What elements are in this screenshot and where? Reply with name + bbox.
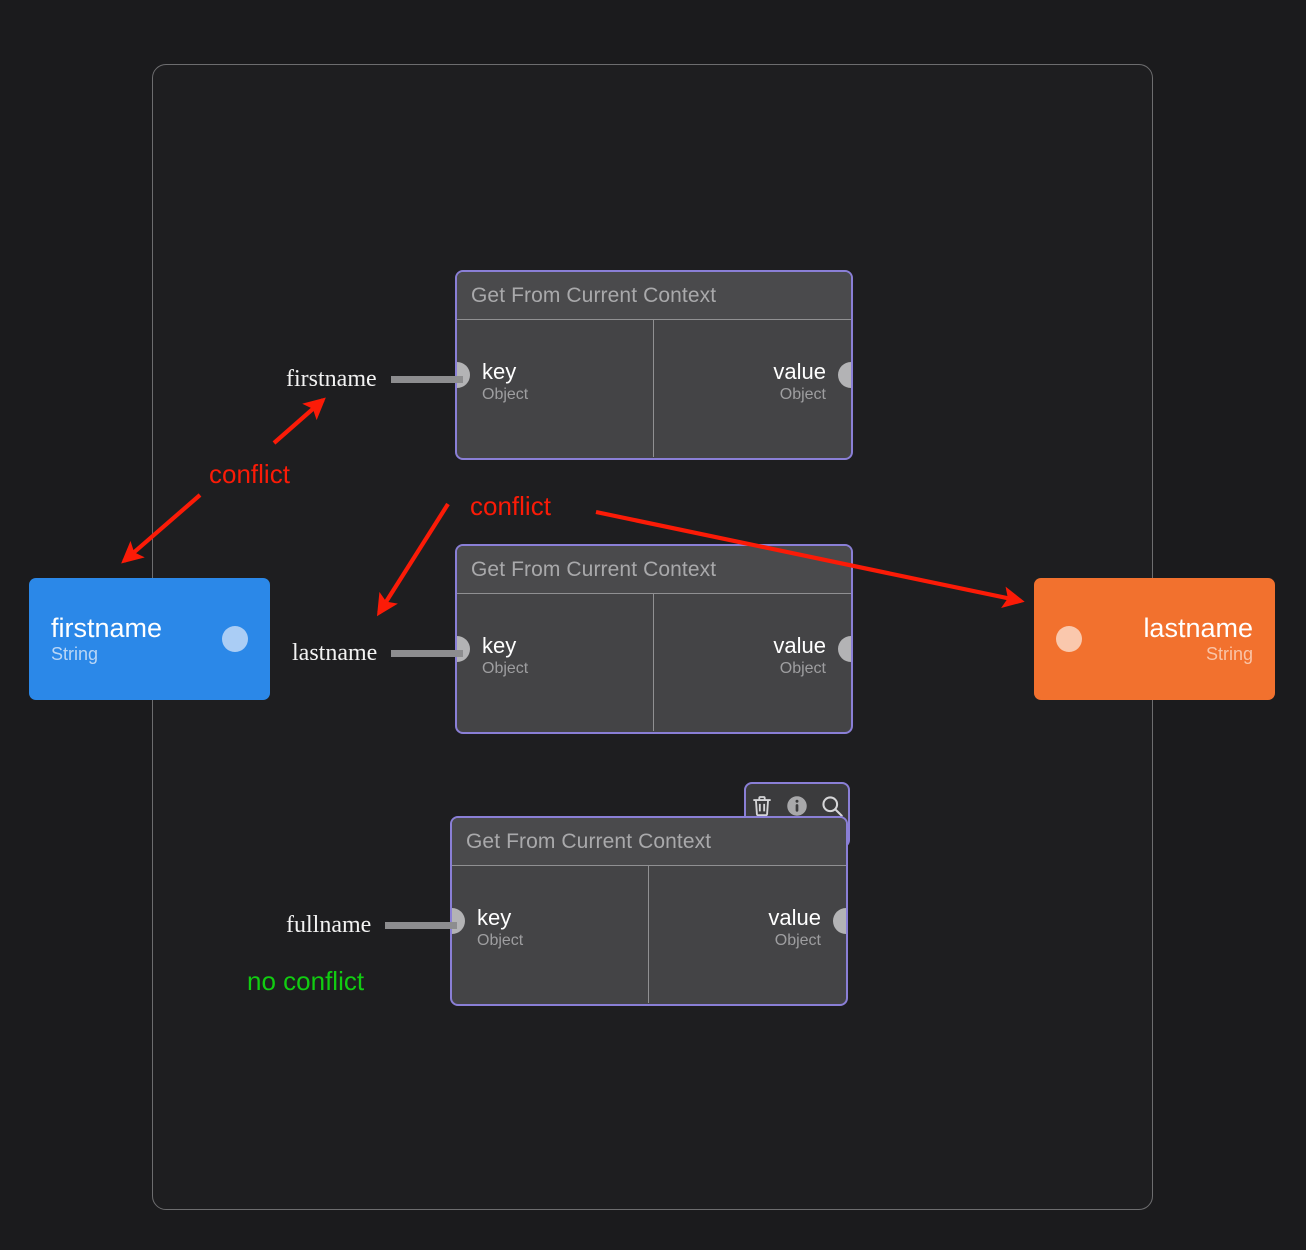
- wire-label-lastname: lastname: [292, 640, 464, 667]
- port-type: Object: [482, 660, 529, 677]
- wire-line: [391, 650, 464, 657]
- annotation-conflict-1: conflict: [209, 459, 290, 489]
- node-output-column: value Object: [654, 320, 851, 457]
- variable-name: lastname: [1143, 613, 1253, 643]
- port-label: value: [773, 633, 826, 658]
- output-port-value[interactable]: value Object: [768, 905, 846, 952]
- node-header[interactable]: Get From Current Context: [457, 546, 851, 594]
- variable-node-firstname[interactable]: firstname String: [29, 578, 270, 700]
- node-input-column: key Object: [452, 866, 649, 1003]
- port-dot-icon[interactable]: [222, 626, 248, 652]
- port-label: value: [768, 905, 821, 930]
- node-title: Get From Current Context: [466, 829, 712, 853]
- node-get-from-current-context-2[interactable]: Get From Current Context key Object valu…: [455, 544, 853, 734]
- wire-label-fullname: fullname: [286, 912, 458, 939]
- variable-node-lastname[interactable]: lastname String: [1034, 578, 1275, 700]
- port-label: key: [482, 633, 517, 658]
- node-output-column: value Object: [654, 594, 851, 731]
- wire-label-text: fullname: [286, 912, 372, 938]
- node-body: key Object value Object: [452, 866, 846, 1003]
- annotation-no-conflict: no conflict: [247, 966, 365, 996]
- port-dot-icon[interactable]: [838, 636, 851, 662]
- port-type: Object: [779, 660, 826, 677]
- trash-icon[interactable]: [749, 793, 775, 819]
- output-port-value[interactable]: value Object: [773, 359, 851, 406]
- node-header[interactable]: Get From Current Context: [452, 818, 846, 866]
- node-body: key Object value Object: [457, 320, 851, 457]
- port-label: value: [773, 359, 826, 384]
- wire-label-text: firstname: [286, 366, 377, 392]
- port-dot-icon[interactable]: [1056, 626, 1082, 652]
- port-type: Object: [779, 386, 826, 403]
- node-get-from-current-context-3[interactable]: Get From Current Context key Object valu…: [450, 816, 848, 1006]
- wire-line: [385, 922, 458, 929]
- wire-label-text: lastname: [292, 640, 378, 666]
- variable-type: String: [51, 644, 99, 664]
- wire-label-firstname: firstname: [286, 366, 463, 393]
- search-icon[interactable]: [819, 793, 845, 819]
- variable-name: firstname: [51, 613, 163, 643]
- node-output-column: value Object: [649, 866, 846, 1003]
- node-title: Get From Current Context: [471, 283, 717, 307]
- port-label: key: [477, 905, 512, 930]
- output-port-value[interactable]: value Object: [773, 633, 851, 680]
- node-title: Get From Current Context: [471, 557, 717, 581]
- input-port-key[interactable]: key Object: [457, 633, 529, 680]
- port-type: Object: [477, 932, 524, 949]
- input-port-key[interactable]: key Object: [457, 359, 529, 406]
- port-type: Object: [774, 932, 821, 949]
- node-input-column: key Object: [457, 320, 654, 457]
- input-port-key[interactable]: key Object: [452, 905, 524, 952]
- info-icon[interactable]: [784, 793, 810, 819]
- annotation-conflict-2: conflict: [470, 491, 551, 521]
- port-type: Object: [482, 386, 529, 403]
- node-body: key Object value Object: [457, 594, 851, 731]
- node-get-from-current-context-1[interactable]: Get From Current Context key Object valu…: [455, 270, 853, 460]
- variable-type: String: [1205, 644, 1253, 664]
- node-input-column: key Object: [457, 594, 654, 731]
- port-dot-icon[interactable]: [833, 908, 846, 934]
- port-dot-icon[interactable]: [838, 362, 851, 388]
- node-header[interactable]: Get From Current Context: [457, 272, 851, 320]
- port-label: key: [482, 359, 517, 384]
- wire-line: [390, 376, 463, 383]
